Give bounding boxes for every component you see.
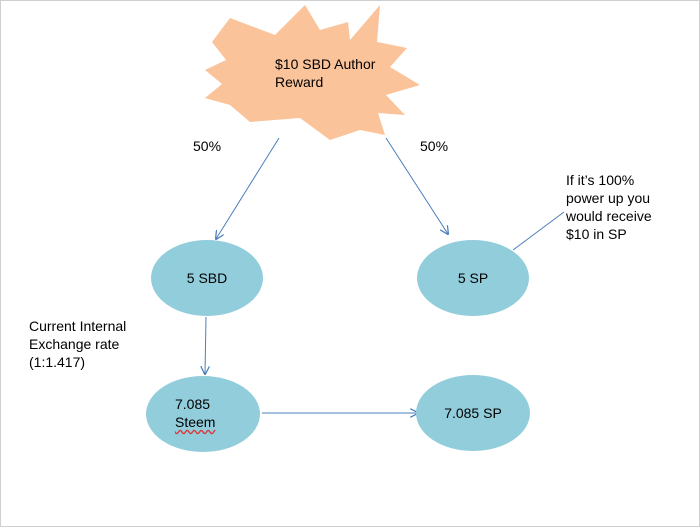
exchange-rate-note: Current Internal Exchange rate (1:1.417) — [29, 317, 126, 371]
callout-line3: would receive — [566, 208, 652, 224]
exchange-note-line3: (1:1.417) — [29, 354, 86, 370]
node-steem — [146, 376, 260, 452]
callout-line4: $10 in SP — [566, 226, 627, 242]
exchange-note-line2: Exchange rate — [29, 336, 120, 352]
node-steem-label: 7.085 Steem — [175, 395, 215, 431]
left-percentage: 50% — [193, 138, 222, 154]
node-steem-unit: Steem — [175, 414, 216, 430]
node-sp-result-label: 7.085 SP — [444, 405, 502, 421]
node-sp — [417, 240, 529, 316]
node-steem-value: 7.085 — [175, 396, 211, 412]
node-sp-label: 5 SP — [457, 270, 489, 286]
callout-connector — [512, 211, 565, 251]
burst-label: $10 SBD Author Reward — [275, 55, 375, 91]
right-percentage: 50% — [420, 138, 449, 154]
reward-burst — [205, 5, 420, 140]
callout-text: If it’s 100% power up you would receive … — [566, 171, 652, 243]
arrow-burst-to-sbd — [216, 137, 280, 239]
node-sbd — [151, 240, 263, 316]
arrow-sbd-to-steem — [205, 316, 206, 374]
callout-line1: If it’s 100% — [566, 172, 635, 188]
burst-label-line1: $10 SBD Author — [275, 56, 376, 72]
exchange-note-line1: Current Internal — [29, 318, 127, 334]
node-sp-result — [416, 375, 530, 451]
arrow-burst-to-sp — [385, 137, 448, 234]
node-sbd-label: 5 SBD — [186, 270, 228, 286]
callout-line2: power up you — [566, 190, 651, 206]
burst-label-line2: Reward — [275, 74, 324, 90]
